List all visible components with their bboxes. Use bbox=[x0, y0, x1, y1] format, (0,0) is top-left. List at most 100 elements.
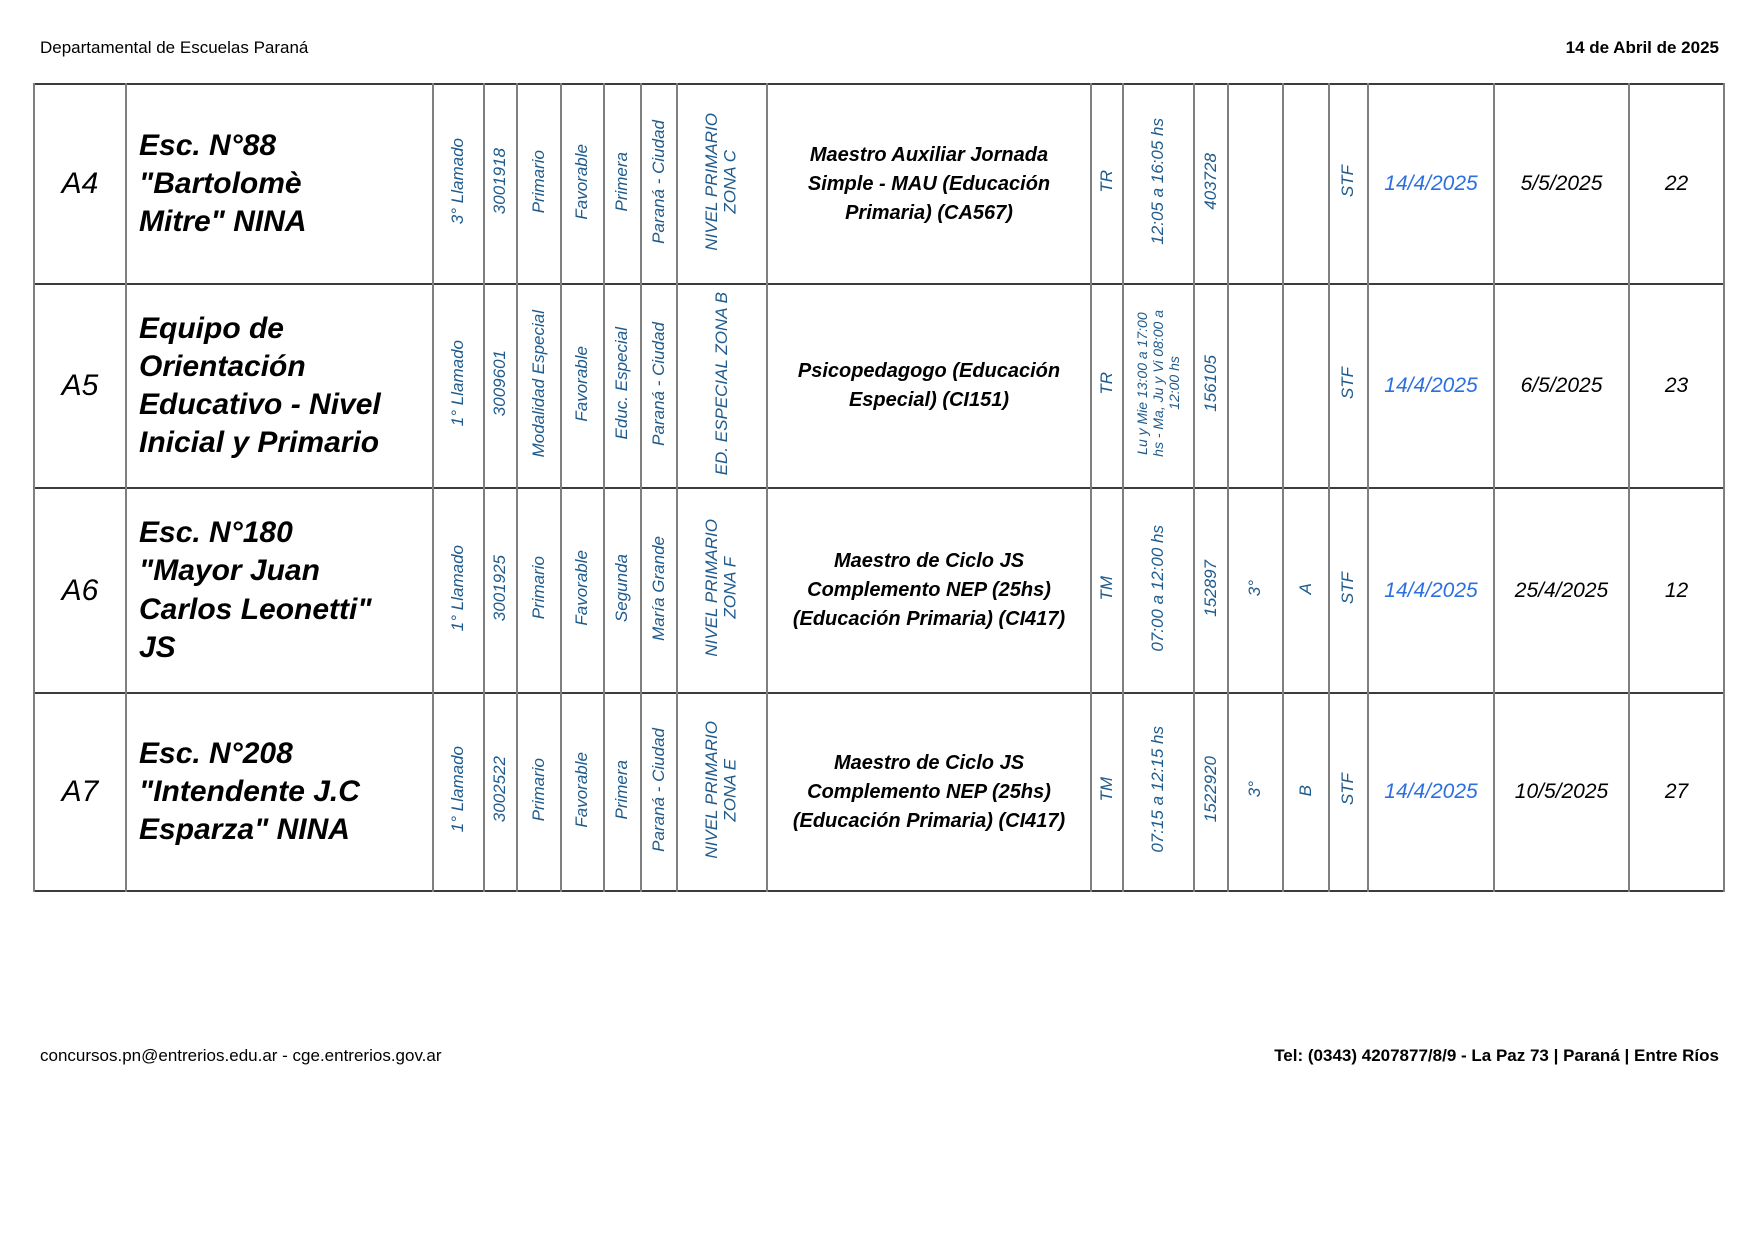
cell-zona: ED. ESPECIAL ZONA B bbox=[676, 284, 768, 488]
categoria-label: Educ. Especial bbox=[612, 327, 632, 440]
cell-concepto: Favorable bbox=[560, 488, 605, 693]
llamado-label: 3° Llamado bbox=[448, 138, 468, 225]
table-row: A7 Esc. N°208 "Intendente J.C Esparza" N… bbox=[33, 693, 1725, 891]
llamado-label: 1° Llamado bbox=[448, 544, 468, 632]
cell-llamado: 1° Llamado bbox=[432, 693, 485, 891]
nivel-label: Primario bbox=[528, 556, 548, 620]
horario-value: Lu y Mie 13:00 a 17:00 hs - Ma, Ju y Vi … bbox=[1134, 310, 1183, 457]
horario-value: 12:05 a 16:05 hs bbox=[1148, 118, 1168, 245]
stf-label: STF bbox=[1338, 165, 1358, 198]
localidad-label: Paraná - Ciudad bbox=[648, 321, 668, 446]
cargo-description: Maestro de Ciclo JS Complemento NEP (25h… bbox=[766, 693, 1092, 891]
cell-seccion: B bbox=[1282, 693, 1330, 891]
cell-numero: 156105 bbox=[1193, 284, 1229, 488]
cell-numero: 152897 bbox=[1193, 488, 1229, 693]
cell-horario: 07:00 a 12:00 hs bbox=[1122, 488, 1195, 693]
cell-localidad: Paraná - Ciudad bbox=[640, 284, 678, 488]
concepto-label: Favorable bbox=[572, 143, 592, 220]
fecha-oferta-link[interactable]: 14/4/2025 bbox=[1367, 284, 1495, 488]
fecha-oferta-link[interactable]: 14/4/2025 bbox=[1367, 84, 1495, 284]
cell-zona: NIVEL PRIMARIO ZONA C bbox=[676, 84, 768, 284]
contact-email: concursos.pn@entrerios.edu.ar - cge.entr… bbox=[40, 1046, 442, 1065]
localidad-label: María Grande bbox=[648, 535, 668, 641]
stf-label: STF bbox=[1338, 367, 1358, 400]
school-name: Equipo de Orientación Educativo - Nivel … bbox=[125, 284, 434, 488]
cell-grado: 3° bbox=[1227, 693, 1284, 891]
categoria-label: Primera bbox=[612, 759, 632, 820]
cell-seccion bbox=[1282, 284, 1330, 488]
concepto-label: Favorable bbox=[572, 751, 592, 828]
department-title: Departamental de Escuelas Paraná bbox=[40, 38, 309, 57]
cell-localidad: Paraná - Ciudad bbox=[640, 693, 678, 891]
cell-localidad: Paraná - Ciudad bbox=[640, 84, 678, 284]
page-footer: concursos.pn@entrerios.edu.ar - cge.entr… bbox=[40, 1046, 1719, 1066]
cell-zona: NIVEL PRIMARIO ZONA E bbox=[676, 693, 768, 891]
cell-concepto: Favorable bbox=[560, 693, 605, 891]
fecha-oferta-link[interactable]: 14/4/2025 bbox=[1367, 488, 1495, 693]
cell-stf: STF bbox=[1328, 488, 1369, 693]
cell-categoria: Segunda bbox=[603, 488, 642, 693]
numero-value: 403728 bbox=[1200, 153, 1220, 210]
fecha-toma: 6/5/2025 bbox=[1493, 284, 1630, 488]
horario-value: 07:15 a 12:15 hs bbox=[1148, 726, 1168, 853]
codigo-value: 3009601 bbox=[490, 350, 510, 417]
ofertas-table: A4 Esc. N°88 "Bartolomè Mitre" NINA 3° L… bbox=[33, 83, 1725, 892]
dias-value: 12 bbox=[1628, 488, 1725, 693]
fecha-toma: 5/5/2025 bbox=[1493, 84, 1630, 284]
row-id: A5 bbox=[33, 284, 127, 488]
cell-concepto: Favorable bbox=[560, 84, 605, 284]
cell-numero: 403728 bbox=[1193, 84, 1229, 284]
zona-label: NIVEL PRIMARIO ZONA C bbox=[702, 112, 740, 251]
grado-value: 3° bbox=[1245, 579, 1265, 597]
cell-zona: NIVEL PRIMARIO ZONA F bbox=[676, 488, 768, 693]
cell-nivel: Primario bbox=[516, 693, 562, 891]
turno-label: TR bbox=[1096, 170, 1116, 193]
row-id: A7 bbox=[33, 693, 127, 891]
page-header: Departamental de Escuelas Paraná 14 de A… bbox=[40, 38, 1719, 58]
stf-label: STF bbox=[1338, 773, 1358, 806]
table-row: A6 Esc. N°180 "Mayor Juan Carlos Leonett… bbox=[33, 488, 1725, 693]
cell-categoria: Primera bbox=[603, 84, 642, 284]
cell-llamado: 1° Llamado bbox=[432, 284, 485, 488]
contact-phone-address: Tel: (0343) 4207877/8/9 - La Paz 73 | Pa… bbox=[1274, 1046, 1719, 1065]
cell-turno: TM bbox=[1090, 693, 1124, 891]
nivel-label: Primario bbox=[528, 757, 548, 822]
categoria-label: Segunda bbox=[612, 553, 632, 623]
page-date: 14 de Abril de 2025 bbox=[1565, 38, 1719, 57]
fecha-toma: 10/5/2025 bbox=[1493, 693, 1630, 891]
seccion-value: B bbox=[1295, 784, 1315, 796]
horario-value: 07:00 a 12:00 hs bbox=[1148, 524, 1168, 652]
fecha-oferta-link[interactable]: 14/4/2025 bbox=[1367, 693, 1495, 891]
cell-horario: 12:05 a 16:05 hs bbox=[1122, 84, 1195, 284]
cell-stf: STF bbox=[1328, 84, 1369, 284]
cell-codigo: 3002522 bbox=[483, 693, 518, 891]
cell-codigo: 3009601 bbox=[483, 284, 518, 488]
concepto-label: Favorable bbox=[572, 345, 592, 422]
concepto-label: Favorable bbox=[572, 550, 592, 626]
nivel-label: Primario bbox=[528, 149, 548, 214]
table-row: A5 Equipo de Orientación Educativo - Niv… bbox=[33, 284, 1725, 488]
cell-horario: 07:15 a 12:15 hs bbox=[1122, 693, 1195, 891]
cell-turno: TR bbox=[1090, 84, 1124, 284]
cargo-description: Psicopedagogo (Educación Especial) (CI15… bbox=[766, 284, 1092, 488]
turno-label: TR bbox=[1096, 372, 1116, 395]
school-name: Esc. N°88 "Bartolomè Mitre" NINA bbox=[125, 84, 434, 284]
cell-turno: TM bbox=[1090, 488, 1124, 693]
row-id: A4 bbox=[33, 84, 127, 284]
cell-turno: TR bbox=[1090, 284, 1124, 488]
cell-localidad: María Grande bbox=[640, 488, 678, 693]
cell-categoria: Educ. Especial bbox=[603, 284, 642, 488]
localidad-label: Paraná - Ciudad bbox=[648, 119, 668, 244]
stf-label: STF bbox=[1338, 571, 1358, 605]
dias-value: 27 bbox=[1628, 693, 1725, 891]
grado-value: 3° bbox=[1245, 781, 1265, 798]
codigo-value: 3001918 bbox=[490, 148, 510, 215]
cell-grado bbox=[1227, 84, 1284, 284]
school-name: Esc. N°180 "Mayor Juan Carlos Leonetti" … bbox=[125, 488, 434, 693]
cell-llamado: 1° Llamado bbox=[432, 488, 485, 693]
numero-value: 152897 bbox=[1200, 559, 1220, 617]
cargo-description: Maestro Auxiliar Jornada Simple - MAU (E… bbox=[766, 84, 1092, 284]
cell-numero: 1522920 bbox=[1193, 693, 1229, 891]
localidad-label: Paraná - Ciudad bbox=[648, 727, 668, 852]
cell-stf: STF bbox=[1328, 693, 1369, 891]
